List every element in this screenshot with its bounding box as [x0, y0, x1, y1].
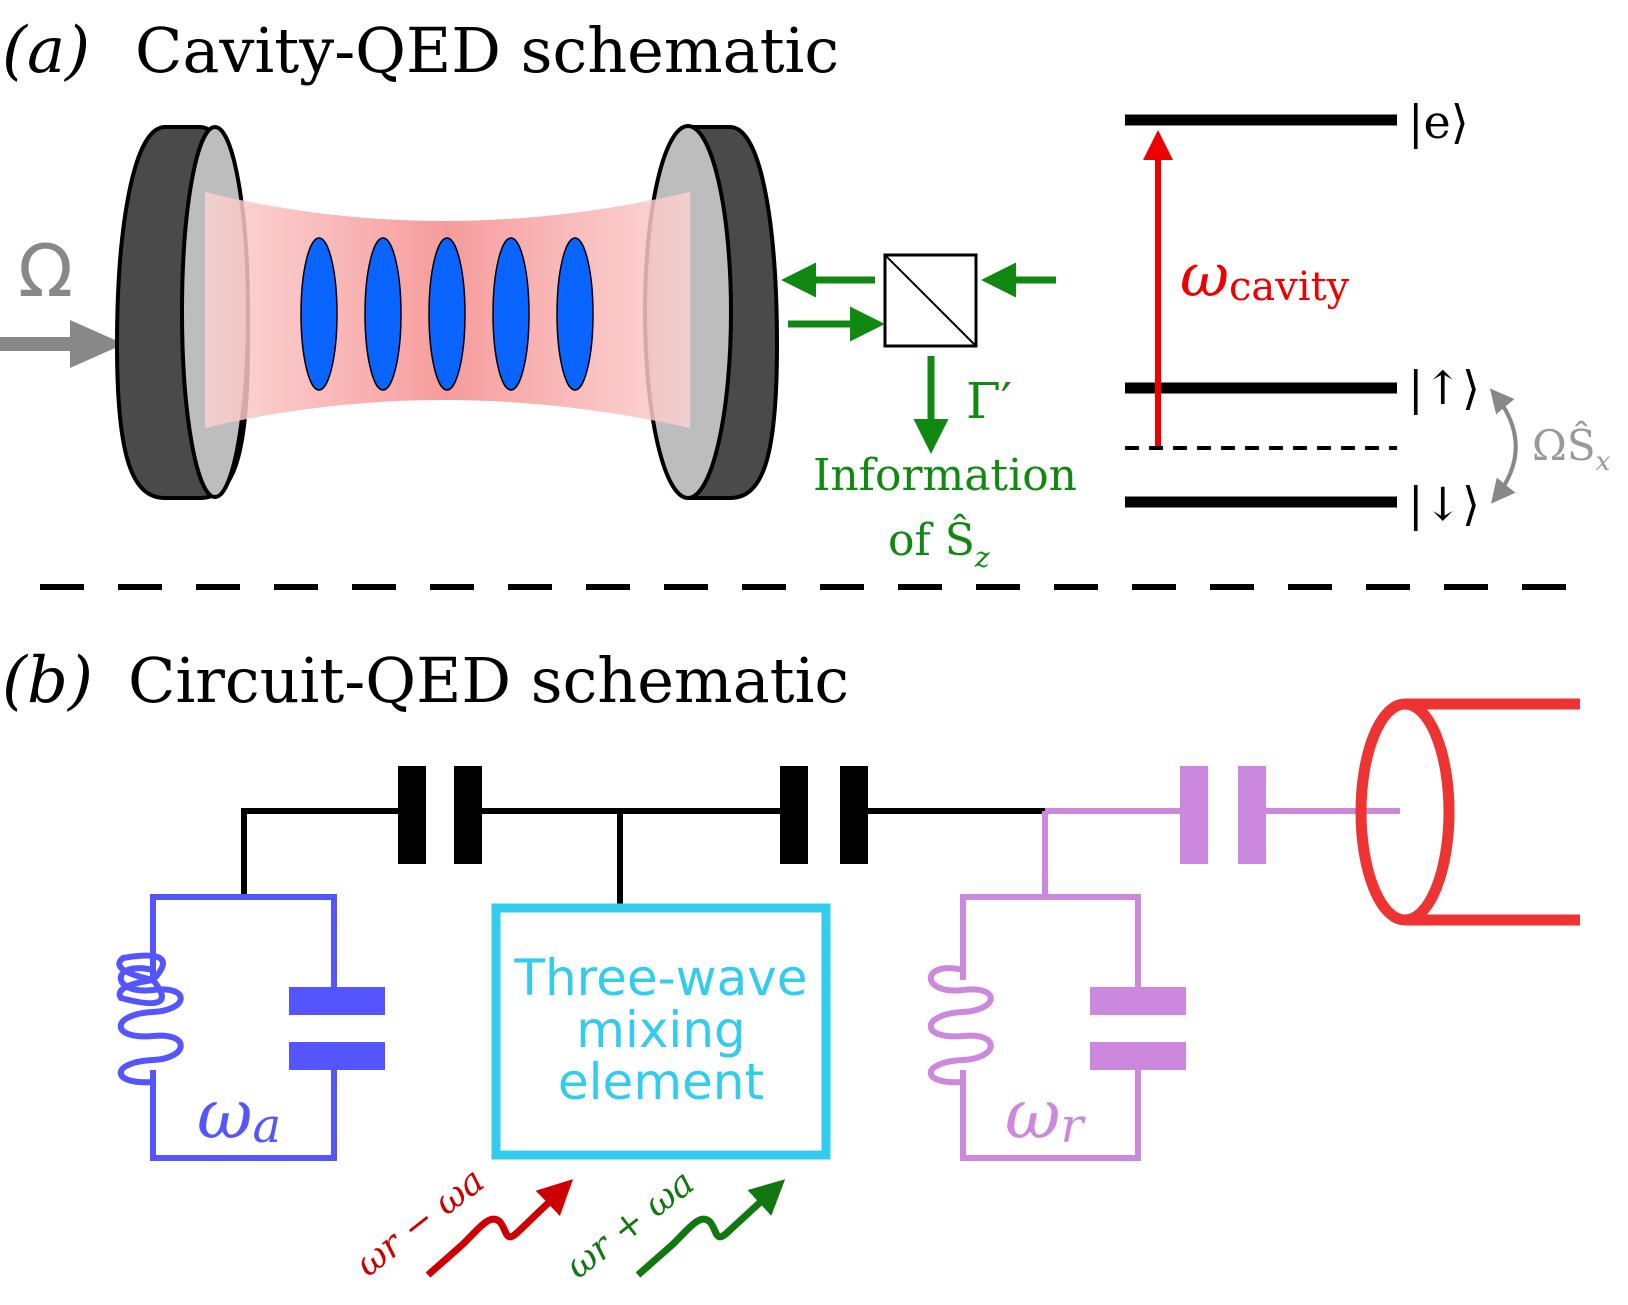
decay-rate-label: Γ′ — [966, 372, 1012, 430]
up-state-label: |↑⟩ — [1408, 361, 1480, 415]
coupling-arrow — [1489, 388, 1518, 504]
cavity-frequency-label: ωcavity — [1180, 241, 1350, 311]
readout-coupling-capacitor — [1180, 766, 1266, 864]
down-state-label: |↓⟩ — [1408, 477, 1480, 531]
atom — [300, 237, 338, 391]
information-sub-z: z — [974, 541, 990, 574]
atom-array — [300, 237, 594, 391]
atom — [492, 237, 530, 391]
atom-capacitor-top — [289, 987, 385, 1015]
coupling-capacitor-2 — [780, 766, 868, 864]
panel-a-title: Cavity-QED schematic — [135, 14, 839, 87]
omega-a-symbol: ω — [197, 1076, 252, 1155]
beam-splitter — [883, 253, 978, 348]
energy-level-diagram — [1125, 114, 1397, 508]
sum-frequency-label: ωr + ωa — [558, 1162, 702, 1287]
information-of-s: of Ŝ — [888, 513, 975, 566]
drive-omega-label: Ω — [18, 229, 73, 313]
omega-a-label: ωa — [197, 1076, 281, 1155]
atom-capacitor-bottom — [289, 1042, 385, 1070]
atom — [556, 237, 594, 391]
mixer-line-1: Three-wave — [513, 949, 807, 1007]
atom — [364, 237, 402, 391]
atom-lc-resonator — [116, 894, 337, 1161]
inductor-coil — [117, 965, 184, 1086]
cavity-subscript: cavity — [1229, 264, 1350, 310]
omega-r-subscript: r — [1060, 1098, 1086, 1154]
cavity-omega: ω — [1180, 241, 1229, 311]
three-wave-mixer-box — [491, 903, 831, 1160]
difference-frequency-photon — [425, 1179, 574, 1278]
mixer-line-2: mixing — [576, 1001, 746, 1059]
omega-r-symbol: ω — [1005, 1076, 1060, 1155]
coupling-subscript: x — [1596, 447, 1611, 477]
panel-b-title: Circuit-QED schematic — [128, 644, 849, 717]
readout-inductor-coil — [927, 965, 994, 1086]
drive-arrow — [0, 320, 124, 368]
panel-b-label: (b) — [2, 644, 93, 718]
excited-state-label: |e⟩ — [1408, 95, 1469, 149]
sum-frequency-photon — [635, 1179, 786, 1278]
omega-r-label: ωr — [1005, 1076, 1086, 1155]
readout-capacitor-top — [1090, 987, 1186, 1015]
panel-a-label: (a) — [2, 14, 90, 88]
information-label: Information — [813, 450, 1077, 501]
readout-capacitor-bottom — [1090, 1042, 1186, 1070]
coupling-label: ΩŜx — [1532, 420, 1611, 477]
coupling-symbol: ΩŜ — [1532, 420, 1596, 470]
difference-frequency-label: ωr − ωa — [348, 1160, 492, 1285]
atom — [428, 237, 466, 391]
coupling-capacitor-1 — [398, 766, 482, 864]
omega-a-subscript: a — [252, 1098, 281, 1154]
main-bus — [241, 808, 1045, 908]
coax-transmission-line — [1355, 698, 1580, 926]
mixer-line-3: element — [558, 1053, 764, 1111]
information-of-sz-label: of Ŝz — [888, 513, 990, 574]
readout-lc-resonator — [927, 808, 1400, 1161]
